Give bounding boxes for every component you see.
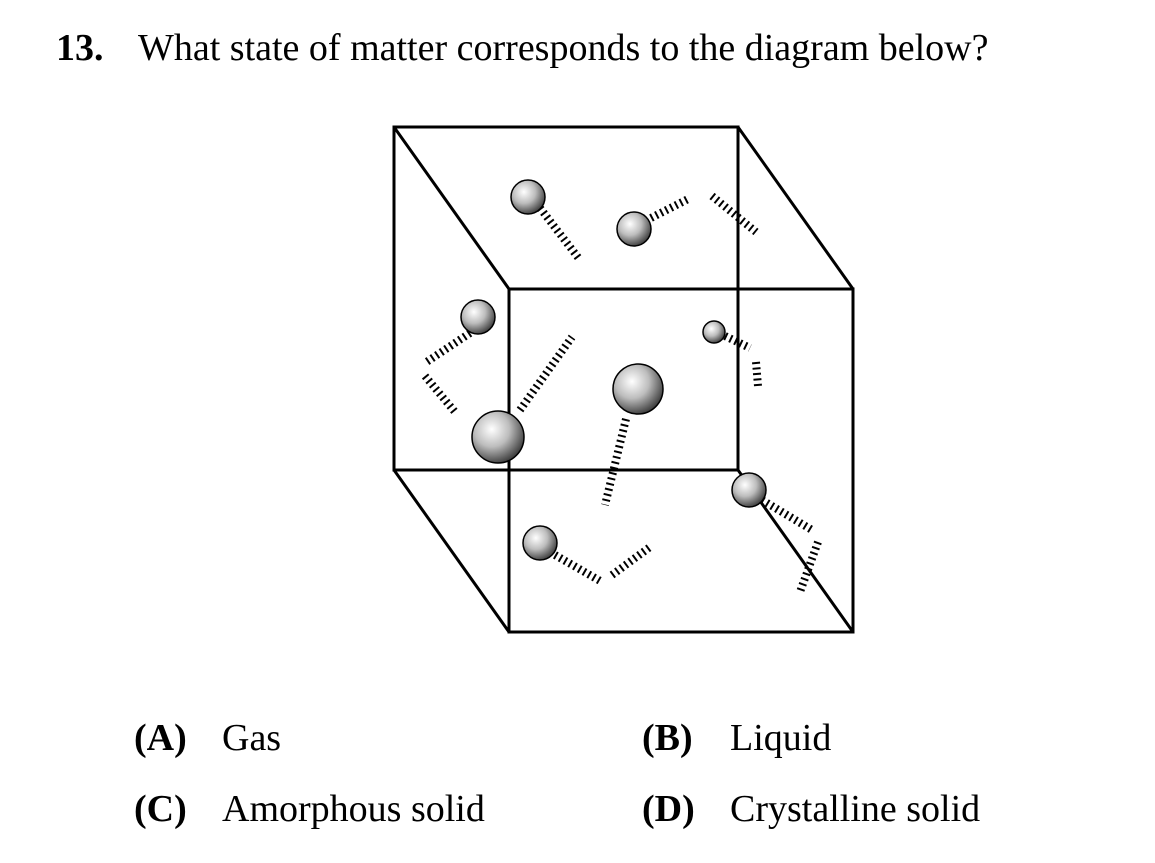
choice-text: Amorphous solid [222, 788, 485, 830]
gas-particle [731, 472, 767, 508]
choice-letter: (B) [642, 717, 693, 759]
choice-text: Liquid [730, 717, 832, 759]
answer-choice-d[interactable]: (D) Crystalline solid [642, 785, 980, 833]
gas-particle [471, 410, 525, 464]
gas-particle [612, 363, 664, 415]
motion-trail [421, 373, 459, 415]
motion-trail [536, 205, 584, 263]
gas-particle [460, 299, 496, 335]
motion-trail [553, 551, 604, 586]
answer-choice-a[interactable]: (A) Gas [134, 714, 281, 762]
motion-trail [516, 334, 576, 413]
question-text: What state of matter corresponds to the … [138, 27, 989, 69]
gas-particle [616, 211, 652, 247]
gas-particle [510, 179, 546, 215]
gas-particle [702, 320, 726, 344]
answer-choice-b[interactable]: (B) Liquid [642, 714, 831, 762]
motion-trail [723, 332, 752, 352]
cube-back-face [392, 125, 740, 472]
choice-letter: (D) [642, 788, 695, 830]
question-prompt: 13. What state of matter corresponds to t… [56, 24, 988, 72]
motion-trail [422, 329, 473, 367]
answer-choice-c[interactable]: (C) Amorphous solid [134, 785, 485, 833]
choice-text: Crystalline solid [730, 788, 981, 830]
question-number: 13. [56, 27, 104, 69]
choice-text: Gas [222, 717, 282, 759]
choice-letter: (A) [134, 717, 187, 759]
motion-trail [649, 194, 692, 222]
motion-trail [752, 361, 762, 387]
gas-particle [522, 525, 558, 561]
cube-front-face [507, 287, 855, 634]
motion-trail [759, 496, 815, 534]
motion-trail [609, 543, 653, 579]
motion-trail [796, 540, 822, 594]
motion-trail [709, 192, 759, 236]
motion-trail [601, 418, 630, 506]
choice-letter: (C) [134, 788, 187, 830]
